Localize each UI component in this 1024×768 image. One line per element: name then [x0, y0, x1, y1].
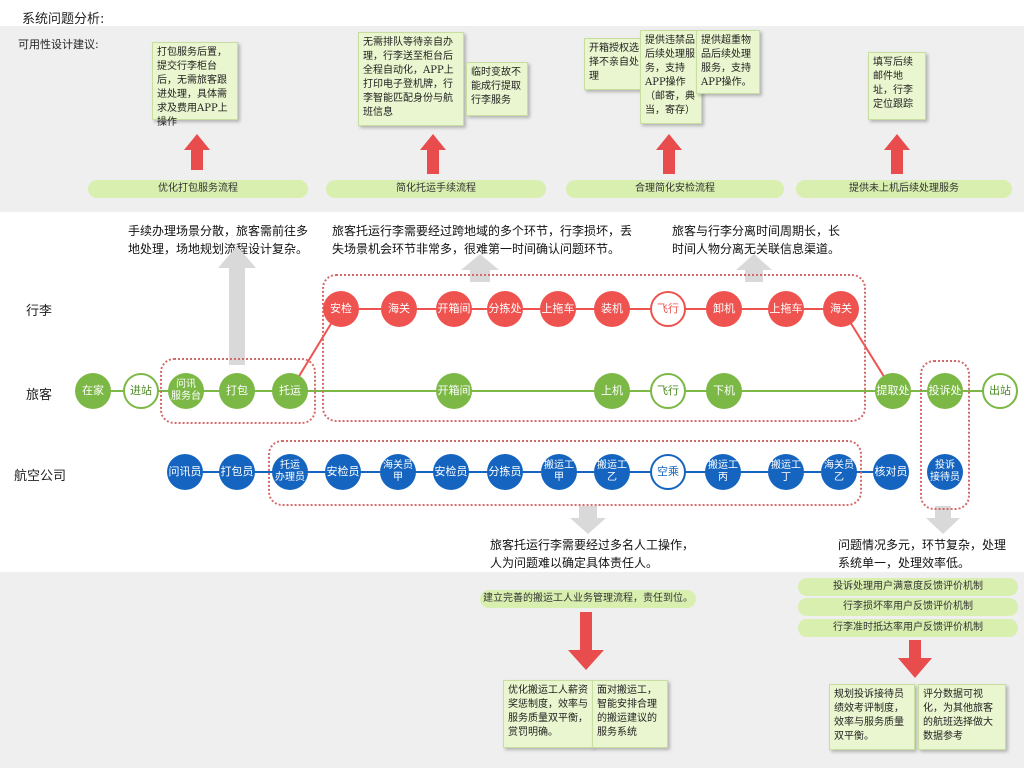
suggestion-note: 开箱授权选择不亲自处理 [584, 38, 646, 90]
luggage-node: 开箱间 [436, 291, 472, 327]
airline-node: 搬运工 丁 [768, 454, 804, 490]
passenger-node: 进站 [123, 373, 159, 409]
proposal-pill: 提供未上机后续处理服务 [796, 180, 1012, 198]
page-title: 系统问题分析: [22, 12, 105, 27]
passenger-node: 出站 [982, 373, 1018, 409]
airline-node: 打包员 [219, 454, 255, 490]
passenger-node: 飞行 [650, 373, 686, 409]
bottom-note: 评分数据可视化，为其他旅客的航班选择做大数据参考 [918, 684, 1006, 750]
group-box [920, 360, 970, 510]
bottom-note: 优化搬运工人薪资奖惩制度，效率与服务质量双平衡，赏罚明确。 [503, 680, 593, 748]
suggestion-note: 提供违禁品后续处理服务，支持APP操作（邮寄，典当，寄存） [640, 30, 702, 124]
group-box [268, 440, 862, 506]
problem-text: 旅客与行李分离时间周期长，长时间人物分离无关联信息渠道。 [672, 224, 841, 256]
passenger-node: 开箱间 [436, 373, 472, 409]
airline-node: 投诉 接待员 [927, 454, 963, 490]
airline-node: 分拣员 [487, 454, 523, 490]
management-pill: 建立完善的搬运工人业务管理流程，责任到位。 [480, 590, 696, 608]
bottom-note: 规划投诉接待员绩效考评制度，效率与服务质量双平衡。 [829, 684, 915, 750]
mechanism-pill: 投诉处理用户满意度反馈评价机制 [798, 578, 1018, 596]
mechanism-pill: 行李损坏率用户反馈评价机制 [798, 598, 1018, 616]
group-box [160, 358, 316, 424]
luggage-node: 海关 [381, 291, 417, 327]
problem-text: 旅客托运行李需要经过多名人工操作，人为问题难以确定具体责任人。 [490, 538, 695, 570]
airline-node: 搬运工 乙 [594, 454, 630, 490]
mechanism-pill: 行李准时抵达率用户反馈评价机制 [798, 619, 1018, 637]
airline-node: 海关员 甲 [380, 454, 416, 490]
passenger-node: 打包 [219, 373, 255, 409]
problem-text: 旅客托运行李需要经过跨地域的多个环节，行李损坏，丢失场景机会环节非常多，很难第一… [332, 224, 633, 256]
luggage-node: 分拣处 [487, 291, 523, 327]
passenger-node: 下机 [706, 373, 742, 409]
airline-node: 托运 办理员 [272, 454, 308, 490]
airline-node: 海关员 乙 [821, 454, 857, 490]
passenger-node: 上机 [594, 373, 630, 409]
airline-node: 搬运工 甲 [541, 454, 577, 490]
luggage-node: 安检 [323, 291, 359, 327]
airline-node: 问讯员 [167, 454, 203, 490]
suggestion-note: 打包服务后置，提交行李柜台后，无需旅客跟进处理，具体需求及费用APP上操作 [152, 42, 238, 128]
airline-node: 核对员 [873, 454, 909, 490]
luggage-node: 装机 [594, 291, 630, 327]
row-label-passenger: 旅客 [26, 388, 53, 403]
luggage-node: 上拖车 [540, 291, 576, 327]
airline-node: 搬运工 丙 [705, 454, 741, 490]
proposal-pill: 合理简化安检流程 [566, 180, 784, 198]
airline-node: 安检员 [433, 454, 469, 490]
luggage-node: 飞行 [650, 291, 686, 327]
row-label-airline: 航空公司 [14, 469, 67, 484]
proposal-pill: 简化托运手续流程 [326, 180, 546, 198]
airline-node: 安检员 [325, 454, 361, 490]
up-arrow-icon [184, 134, 910, 174]
passenger-node: 问讯 服务台 [168, 373, 204, 409]
passenger-node: 投诉处 [927, 373, 963, 409]
suggestion-note: 无需排队等待亲自办理，行李送至柜台后全程自动化，APP上打印电子登机牌，行李智能… [358, 32, 464, 126]
passenger-node: 在家 [75, 373, 111, 409]
luggage-node: 海关 [823, 291, 859, 327]
suggestion-note: 填写后续邮件地址，行李定位跟踪 [868, 52, 926, 120]
group-box [322, 274, 866, 422]
row-label-luggage: 行李 [26, 304, 53, 319]
suggestion-note: 临时变故不能成行提取行李服务 [466, 62, 528, 116]
problem-text: 手续办理场景分散，旅客需前往多地处理，场地规划流程设计复杂。 [128, 224, 309, 256]
down-arrow-icon [568, 612, 932, 678]
passenger-node: 托运 [272, 373, 308, 409]
page-subtitle: 可用性设计建议: [18, 38, 99, 51]
bottom-note: 面对搬运工，智能安排合理的搬运建议的服务系统 [592, 680, 668, 748]
passenger-node: 提取处 [875, 373, 911, 409]
problem-text: 问题情况多元，环节复杂，处理系统单一，处理效率低。 [838, 538, 1007, 570]
proposal-pill: 优化打包服务流程 [88, 180, 308, 198]
airline-node: 空乘 [650, 454, 686, 490]
suggestion-note: 提供超重物品后续处理服务，支持APP操作。 [696, 30, 760, 94]
luggage-node: 上拖车 [768, 291, 804, 327]
luggage-node: 卸机 [706, 291, 742, 327]
